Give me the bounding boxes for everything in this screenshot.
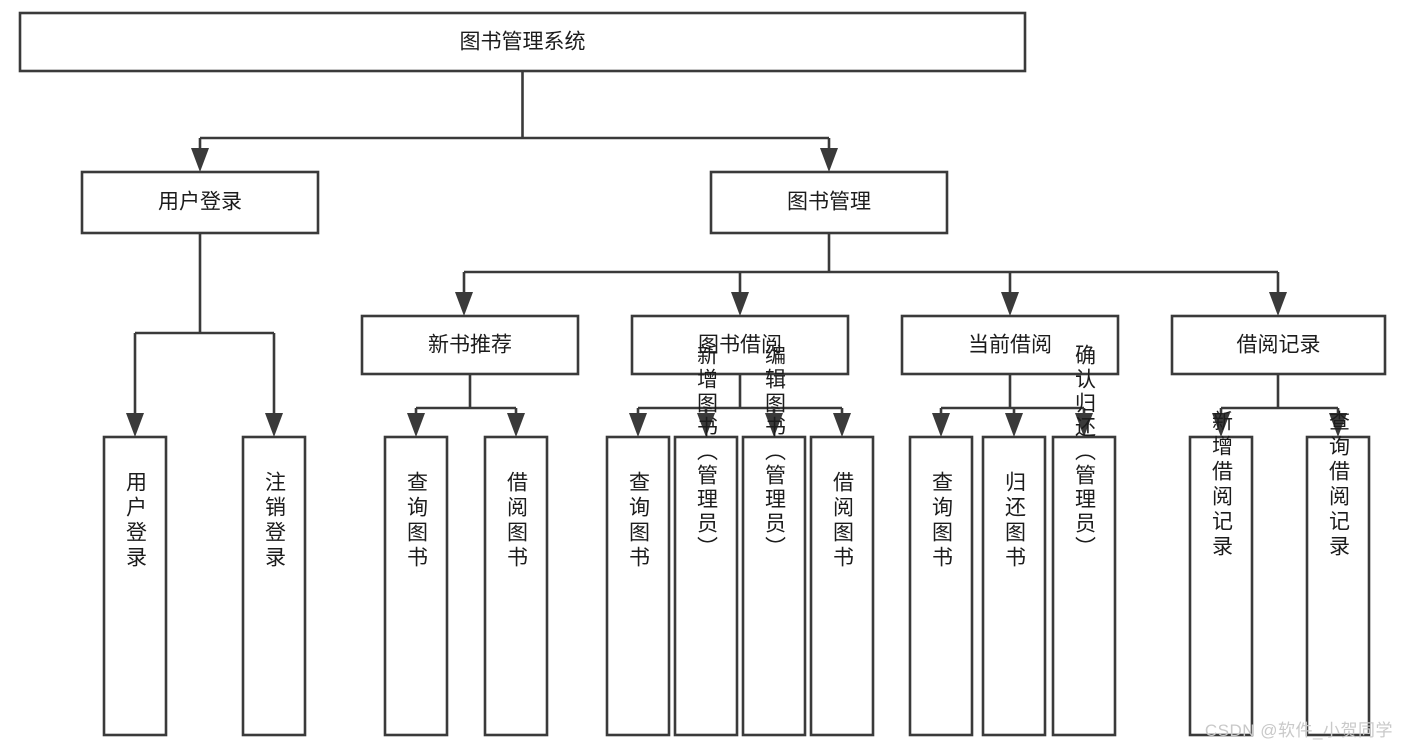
arrow-to-leaf-add-book [697, 413, 715, 437]
node-leaf-query-book-2-label: 查询图书 [627, 471, 651, 571]
node-leaf-query-book-1[interactable]: 查询图书 [383, 435, 449, 737]
node-new-book-rec[interactable]: 新书推荐 [360, 314, 580, 376]
arrow-to-leaf-query-book-2 [629, 413, 647, 437]
arrow-to-book-borrow [731, 292, 749, 316]
node-current-borrow-box[interactable] [900, 314, 1120, 376]
arrow-to-leaf-edit-book [765, 413, 783, 437]
node-leaf-query-book-2-box[interactable] [605, 435, 671, 737]
connector-group-new-book-rec [407, 374, 525, 437]
node-leaf-logout-box[interactable] [241, 435, 307, 737]
node-borrow-record-label: 借阅记录 [1237, 334, 1321, 357]
connector-group-current-borrow [932, 374, 1093, 437]
connector-group-borrow-record [1212, 374, 1347, 437]
arrow-to-leaf-user-login [126, 413, 144, 437]
node-leaf-borrow-book-1-box[interactable] [483, 435, 549, 737]
arrow-to-leaf-logout [265, 413, 283, 437]
node-user-login-box[interactable] [80, 170, 320, 235]
node-leaf-query-record[interactable]: 查询借阅记录 [1305, 410, 1371, 737]
connector-group-book-borrow [629, 374, 851, 437]
node-user-login[interactable]: 用户登录 [80, 170, 320, 235]
node-leaf-edit-book-label: 编辑图书（管理员） [763, 344, 787, 560]
arrow-to-leaf-return-book [1005, 413, 1023, 437]
node-borrow-record[interactable]: 借阅记录 [1170, 314, 1387, 376]
node-leaf-return-book-label: 归还图书 [1003, 471, 1027, 571]
arrow-to-current-borrow [1001, 292, 1019, 316]
node-leaf-add-book-label: 新增图书（管理员） [695, 344, 719, 560]
node-leaf-query-book-1-label: 查询图书 [405, 471, 429, 571]
node-leaf-add-record[interactable]: 新增借阅记录 [1188, 410, 1254, 737]
node-new-book-rec-box[interactable] [360, 314, 580, 376]
connector-group-book-manage [455, 233, 1287, 316]
node-leaf-user-login-label: 用户登录 [124, 471, 148, 571]
node-leaf-logout[interactable]: 注销登录 [241, 435, 307, 737]
node-root-label: 图书管理系统 [460, 31, 586, 54]
node-leaf-borrow-book-1-label: 借阅图书 [505, 471, 529, 571]
node-leaf-add-record-label: 新增借阅记录 [1210, 410, 1234, 560]
node-leaf-query-book-3-label: 查询图书 [930, 471, 954, 571]
node-book-manage[interactable]: 图书管理 [709, 170, 949, 235]
connector-group-user-login [126, 233, 283, 437]
node-leaf-return-book-box[interactable] [981, 435, 1047, 737]
arrow-root-to-user-login [191, 148, 209, 172]
node-leaf-query-record-box[interactable] [1305, 435, 1371, 737]
arrow-to-leaf-confirm-return [1075, 413, 1093, 437]
node-leaf-borrow-book-2-label: 借阅图书 [831, 471, 855, 571]
node-book-manage-label: 图书管理 [787, 191, 871, 214]
arrow-to-leaf-query-record [1329, 413, 1347, 437]
node-leaf-user-login[interactable]: 用户登录 [102, 435, 168, 737]
node-leaf-borrow-book-1[interactable]: 借阅图书 [483, 435, 549, 737]
node-borrow-record-box[interactable] [1170, 314, 1387, 376]
node-book-manage-box[interactable] [709, 170, 949, 235]
node-user-login-label: 用户登录 [158, 191, 242, 214]
node-leaf-logout-label: 注销登录 [263, 471, 287, 571]
arrow-to-leaf-borrow-book-2 [833, 413, 851, 437]
node-leaf-query-book-3-box[interactable] [908, 435, 974, 737]
node-leaf-add-record-box[interactable] [1188, 435, 1254, 737]
node-leaf-confirm-return-label: 确认归还（管理员） [1073, 344, 1097, 560]
node-leaf-confirm-return-box[interactable] [1051, 435, 1117, 737]
node-root[interactable]: 图书管理系统 [18, 11, 1027, 73]
arrow-to-leaf-query-book-1 [407, 413, 425, 437]
node-leaf-query-record-label: 查询借阅记录 [1327, 410, 1351, 560]
node-leaf-confirm-return[interactable]: 确认归还（管理员） [1051, 344, 1117, 737]
node-book-borrow-label: 图书借阅 [698, 334, 782, 357]
connector-group-root [191, 71, 838, 172]
arrow-to-leaf-add-record [1212, 413, 1230, 437]
node-leaf-edit-book[interactable]: 编辑图书（管理员） [741, 344, 807, 737]
node-leaf-borrow-book-2-box[interactable] [809, 435, 875, 737]
node-leaf-edit-book-box[interactable] [741, 435, 807, 737]
arrow-to-leaf-query-book-3 [932, 413, 950, 437]
node-current-borrow[interactable]: 当前借阅 [900, 314, 1120, 376]
node-book-borrow[interactable]: 图书借阅 [630, 314, 850, 376]
arrow-to-borrow-record [1269, 292, 1287, 316]
arrow-to-new-book-rec [455, 292, 473, 316]
node-leaf-query-book-3[interactable]: 查询图书 [908, 435, 974, 737]
node-leaf-borrow-book-2[interactable]: 借阅图书 [809, 435, 875, 737]
arrow-to-leaf-borrow-book-1 [507, 413, 525, 437]
node-leaf-user-login-box[interactable] [102, 435, 168, 737]
node-leaf-return-book[interactable]: 归还图书 [981, 435, 1047, 737]
node-leaf-add-book[interactable]: 新增图书（管理员） [673, 344, 739, 737]
node-leaf-query-book-1-box[interactable] [383, 435, 449, 737]
node-leaf-add-book-box[interactable] [673, 435, 739, 737]
arrow-root-to-book-manage [820, 148, 838, 172]
node-new-book-rec-label: 新书推荐 [428, 334, 512, 357]
node-current-borrow-label: 当前借阅 [968, 334, 1052, 357]
csdn-watermark: CSDN @软件_小贺同学 [1204, 721, 1393, 740]
node-root-box[interactable] [18, 11, 1027, 73]
node-book-borrow-box[interactable] [630, 314, 850, 376]
node-leaf-query-book-2[interactable]: 查询图书 [605, 435, 671, 737]
